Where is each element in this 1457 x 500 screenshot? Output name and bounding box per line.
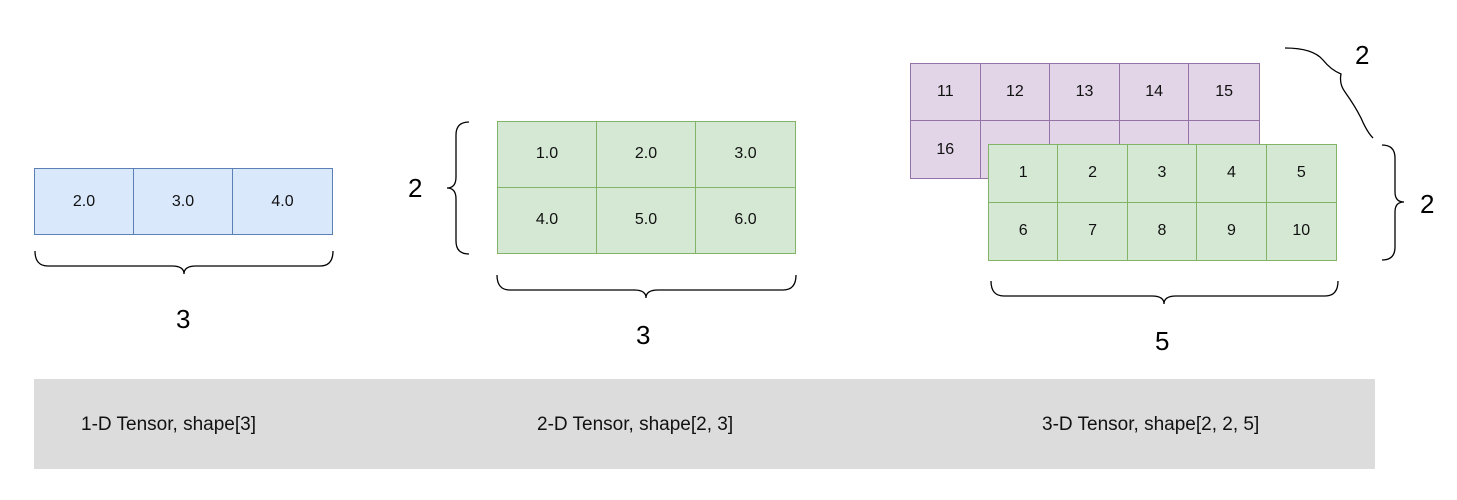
tensor-3d-front-cell: 4: [1197, 145, 1267, 203]
tensor-3d-caption: 3-D Tensor, shape[2, 2, 5]: [1042, 414, 1260, 435]
tensor-2d-cell: 6.0: [734, 211, 757, 229]
tensor-3d-width-label: 5: [1155, 326, 1170, 356]
tensor-2d-caption: 2-D Tensor, shape[2, 3]: [537, 414, 734, 435]
tensor-2d-width-brace: [496, 274, 797, 299]
tensor-3d-height-brace: [1381, 144, 1405, 261]
tensor-3d-height-label: 2: [1420, 189, 1435, 219]
tensor-3d-back-cell: 15: [1189, 64, 1259, 121]
tensor-1d-cell: 4.0: [271, 192, 294, 210]
tensor-3d-front-cell: 7: [1058, 202, 1128, 260]
tensor-3d-width-brace: [990, 280, 1339, 305]
tensor-2d-cell: 5.0: [597, 187, 696, 253]
tensor-3d-back-cell: 16: [911, 121, 981, 178]
tensor-3d-back-cell: 11: [911, 64, 981, 121]
tensor-1d-cell: 2.0: [35, 169, 134, 234]
tensor-3d-back-cell: 12: [980, 64, 1051, 121]
tensor-3d-front-cell: 5: [1266, 145, 1336, 203]
tensor-3d-front-cell: 1: [989, 145, 1059, 203]
tensor-3d-front-cell: 10: [1292, 222, 1311, 240]
tensor-3d-front-cell: 3: [1127, 145, 1198, 203]
caption-bar: [34, 379, 1375, 469]
tensor-1d-cell: 3.0: [134, 169, 233, 234]
tensor-2d-cell: 3.0: [696, 122, 795, 188]
tensor-2d-cell: 4.0: [498, 187, 597, 253]
tensor-1d-width-brace: [34, 250, 334, 275]
tensor-2d-height-label: 2: [408, 173, 423, 203]
tensor-2d-cell: 1.0: [498, 122, 597, 188]
tensor-1d-grid: 2.0 3.0 4.0: [34, 168, 333, 235]
tensor-3d-back-cell: 14: [1119, 64, 1190, 121]
tensor-3d-front-layer: 1 2 3 4 5 6 7 8 9 10: [988, 144, 1337, 261]
tensor-3d-front-cell: 2: [1058, 145, 1128, 203]
tensor-3d-front-cell: 8: [1128, 202, 1198, 260]
tensor-2d-grid: 1.0 2.0 3.0 4.0 5.0 6.0: [497, 121, 796, 254]
tensor-3d-depth-label: 2: [1355, 40, 1370, 70]
tensor-3d-depth-brace: [1284, 47, 1374, 139]
tensor-3d-back-cell: 13: [1050, 64, 1120, 121]
tensor-2d-cell: 2.0: [597, 122, 696, 188]
tensor-2d-width-label: 3: [636, 320, 651, 350]
tensor-1d-width-label: 3: [176, 304, 191, 334]
tensor-3d-front-cell: 9: [1197, 202, 1267, 260]
tensor-3d-front-cell: 6: [989, 202, 1059, 260]
tensor-1d-caption: 1-D Tensor, shape[3]: [81, 414, 256, 435]
tensor-2d-height-brace: [446, 121, 470, 255]
